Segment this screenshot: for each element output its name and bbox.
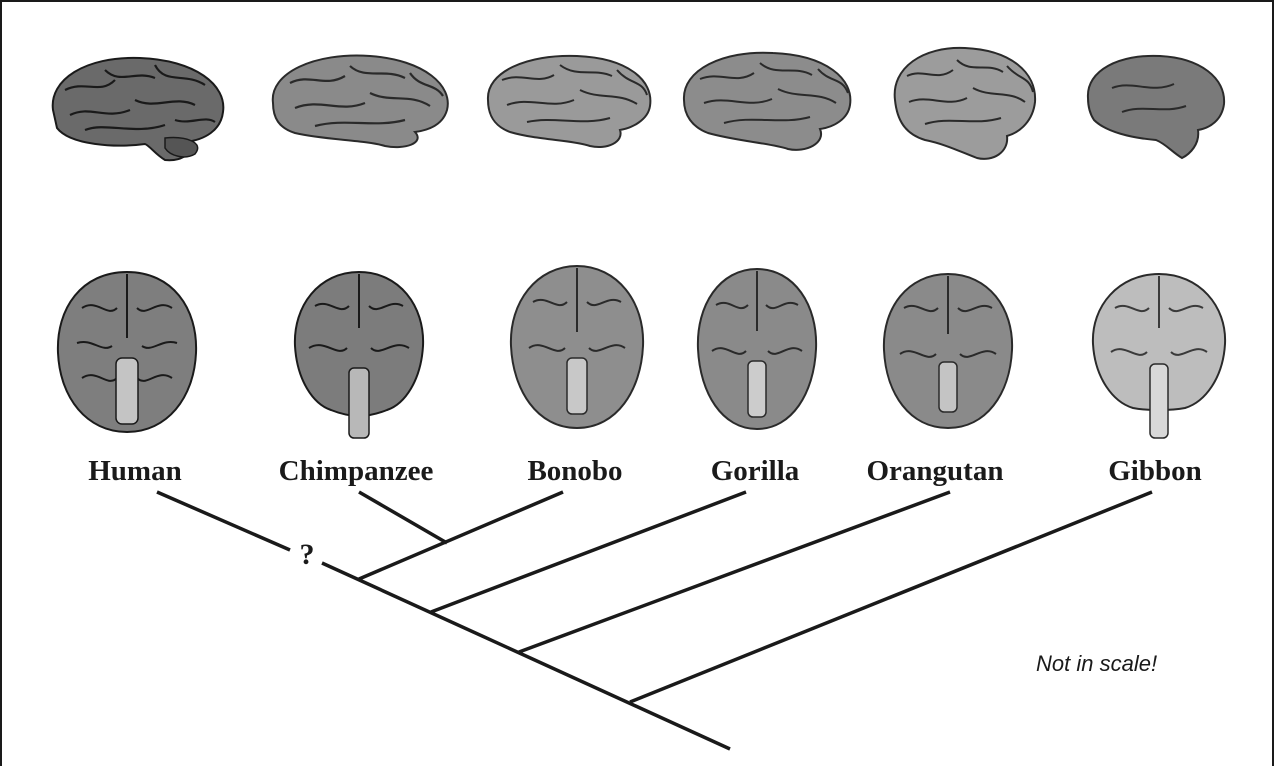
branch-trunk [322, 563, 730, 749]
scale-note: Not in scale! [1036, 651, 1226, 677]
branch-human [157, 492, 290, 550]
branch-bonobo [359, 492, 563, 579]
branch-gorilla [431, 492, 746, 612]
uncertain-node-marker: ? [290, 538, 324, 572]
branch-chimpanzee [359, 492, 447, 543]
branch-orangutan [519, 492, 950, 652]
